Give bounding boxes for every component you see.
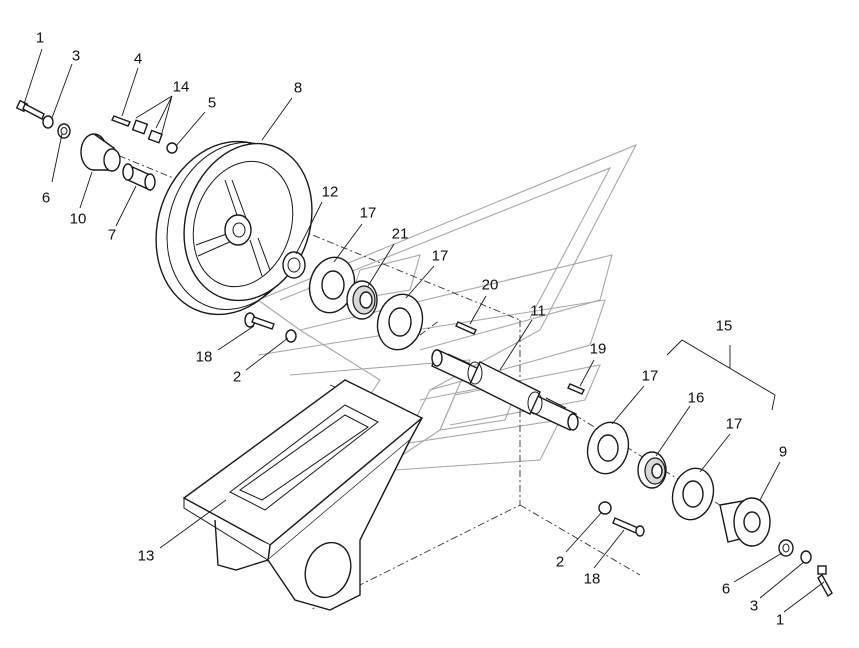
callout-18: 18 [584, 571, 601, 588]
callout-17: 17 [432, 248, 449, 265]
nut-6-b [778, 539, 794, 557]
screw-4 [111, 115, 131, 127]
fittings-14 [131, 119, 163, 144]
callout-14: 14 [173, 79, 190, 96]
nut-2-b [598, 501, 612, 515]
nut-5 [166, 142, 178, 154]
callout-17: 17 [642, 368, 659, 385]
bearing-21 [346, 280, 378, 320]
callout-12: 12 [322, 184, 339, 201]
flange-17-b [376, 293, 424, 351]
shaft-11 [431, 349, 579, 431]
callout-10: 10 [70, 211, 87, 228]
pulley [155, 140, 313, 316]
callout-7: 7 [108, 227, 116, 244]
callout-4: 4 [134, 51, 142, 68]
callout-1: 1 [776, 612, 784, 629]
callout-11: 11 [530, 303, 546, 320]
spacer-sleeve [122, 163, 156, 192]
flange-17-a [308, 256, 356, 314]
callout-1: 1 [36, 30, 44, 47]
callout-17: 17 [360, 205, 377, 222]
flange-17-d [671, 467, 715, 521]
washer-3-b [800, 550, 812, 564]
callout-13: 13 [138, 548, 155, 565]
bracket-13 [182, 379, 424, 611]
washer-upper-left [42, 115, 54, 129]
bolt-upper-left [15, 99, 45, 120]
callout-19: 19 [590, 341, 607, 358]
key-19 [567, 383, 585, 395]
bearing-16 [637, 451, 667, 489]
nut-upper-left [57, 123, 71, 139]
nut-2-a [285, 329, 297, 343]
bolt-18-b [612, 517, 645, 537]
callout-2: 2 [556, 554, 564, 571]
callout-3: 3 [750, 598, 758, 615]
callout-6: 6 [722, 581, 730, 598]
callout-16: 16 [688, 390, 705, 407]
sprocket-9 [719, 497, 771, 547]
callout-6: 6 [42, 190, 50, 207]
callout-20: 20 [482, 277, 499, 294]
callout-3: 3 [72, 48, 80, 65]
callout-labels: 1 3 4 14 5 8 6 10 7 12 17 21 17 20 11 18… [36, 30, 787, 629]
callout-8: 8 [294, 80, 302, 97]
bolt-1-b [817, 565, 833, 598]
callout-15: 15 [716, 318, 733, 335]
callout-18: 18 [196, 349, 213, 366]
callout-5: 5 [208, 95, 216, 112]
callout-17: 17 [726, 416, 743, 433]
callout-9: 9 [779, 444, 787, 461]
callout-2: 2 [233, 369, 241, 386]
flange-17-c [586, 421, 630, 475]
seal-12 [282, 251, 306, 279]
callout-21: 21 [392, 226, 409, 243]
key-20 [455, 321, 477, 335]
bolt-18-a [244, 312, 275, 330]
group-bracket-15 [666, 339, 776, 411]
hub-flange [80, 133, 121, 172]
leader-lines [23, 48, 825, 613]
